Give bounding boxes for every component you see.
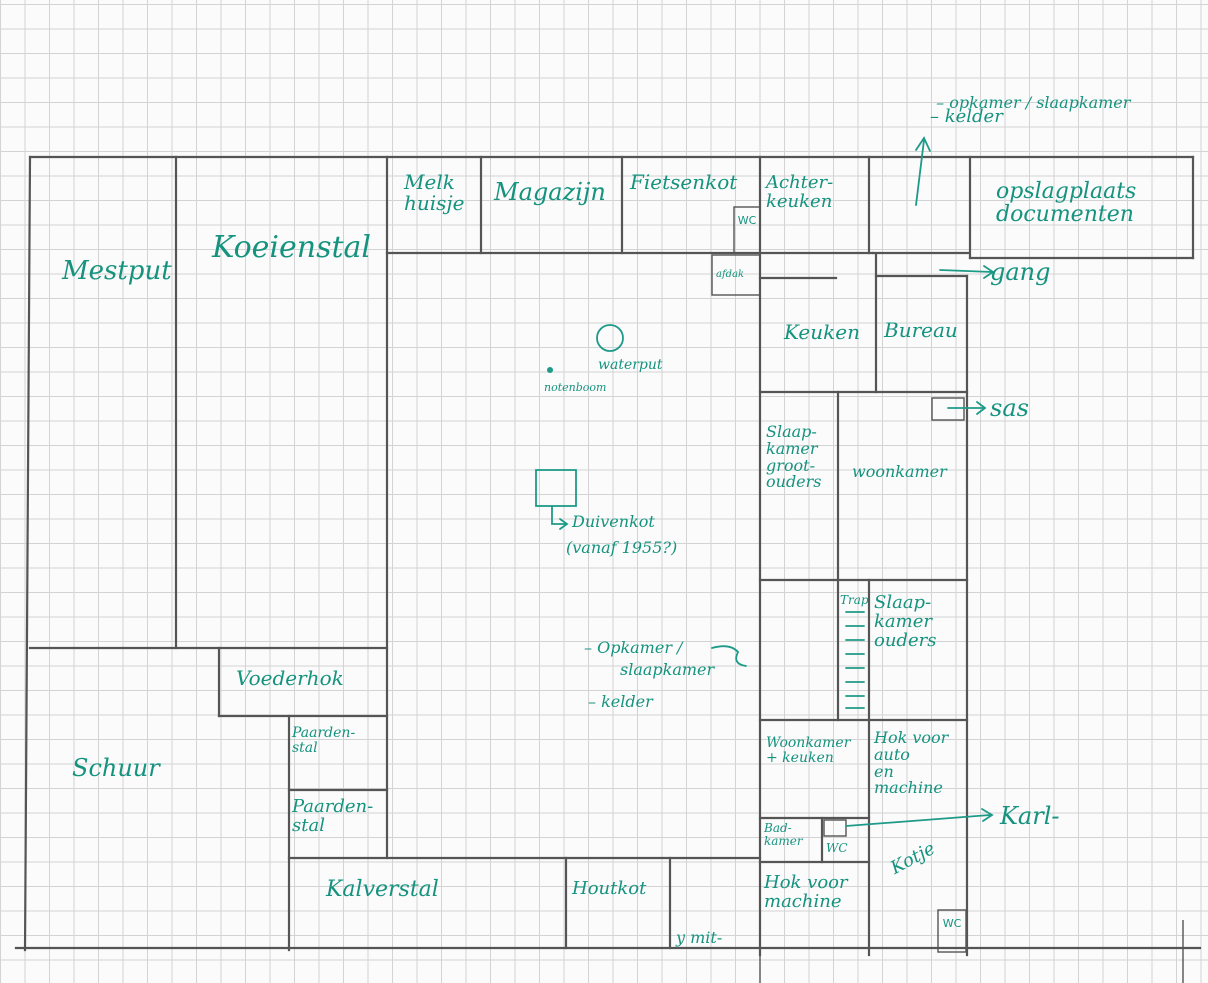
room-label-woonkamer: woonkamer xyxy=(852,462,947,481)
dovecote-icon xyxy=(535,469,577,530)
room-label-hok-machine: Hok voor machine xyxy=(764,872,848,912)
arrow-gang-icon xyxy=(939,265,995,279)
arrow-karl-icon xyxy=(845,808,994,827)
room-label-afdak: afdak xyxy=(716,269,745,280)
room-label-wc-top: WC xyxy=(737,214,757,227)
room-label-wc-mid: WC xyxy=(826,841,848,855)
annotation-karl: Karl- xyxy=(1000,802,1060,830)
tree-dot-icon xyxy=(547,367,553,373)
bracket-icon xyxy=(711,645,747,667)
annotation-gang: gang xyxy=(990,258,1051,286)
room-label-slaapkamer-grootouders: Slaap- kamer groot- ouders xyxy=(766,422,822,492)
room-label-achterkeuken: Achter- keuken xyxy=(766,172,834,212)
annotation-kelder-mid: – kelder xyxy=(588,692,653,711)
annotation-slaapkamer-mid: slaapkamer xyxy=(620,660,715,679)
room-label-keuken: Keuken xyxy=(784,320,860,344)
room-label-badkamer: Bad- kamer xyxy=(764,821,803,848)
room-label-hok-auto: Hok voor auto en machine xyxy=(874,728,949,798)
annotation-notenboom: notenboom xyxy=(544,381,607,394)
arrow-up-icon xyxy=(915,136,931,206)
room-label-opslagplaats: opslagplaats documenten xyxy=(996,179,1137,228)
stairs-icon xyxy=(845,611,865,709)
annotation-y-mit: y mit- xyxy=(676,928,723,947)
room-label-paardenstal-1: Paarden- stal xyxy=(292,725,356,756)
room-label-woonkamer-keuken: Woonkamer + keuken xyxy=(766,735,851,766)
room-label-houtkot: Houtkot xyxy=(572,878,647,899)
room-label-fietsenkot: Fietsenkot xyxy=(630,170,738,194)
annotation-opkamer-slaapkamer: – opkamer / slaapkamer xyxy=(936,92,1131,112)
annotation-kelder-top: – kelder xyxy=(930,106,1003,127)
room-label-wc-bottom: WC xyxy=(942,917,962,930)
annotation-opkamer-mid: – Opkamer / xyxy=(584,638,683,657)
pencil-walls xyxy=(14,155,1202,983)
room-label-slaapkamer-ouders: Slaap- kamer ouders xyxy=(874,592,937,651)
room-label-bureau: Bureau xyxy=(884,318,958,342)
room-label-paardenstal-2: Paarden- stal xyxy=(292,796,374,836)
room-label-voederhok: Voederhok xyxy=(236,666,344,690)
room-label-mestput: Mestput xyxy=(62,256,172,286)
room-label-magazijn: Magazijn xyxy=(494,178,606,206)
annotation-duivenkot-year: (vanaf 1955?) xyxy=(566,538,678,557)
room-label-melkhuisje: Melk huisje xyxy=(404,170,465,215)
annotation-duivenkot: Duivenkot xyxy=(572,512,655,531)
room-label-trap: Trap xyxy=(840,593,869,607)
room-label-kalverstal: Kalverstal xyxy=(326,877,439,902)
room-label-koeienstal: Koeienstal xyxy=(212,230,372,265)
annotation-waterput: waterput xyxy=(598,357,663,373)
well-icon xyxy=(596,324,624,352)
arrow-sas-icon xyxy=(947,401,987,415)
room-label-schuur: Schuur xyxy=(72,754,160,782)
annotation-sas: sas xyxy=(990,394,1029,422)
